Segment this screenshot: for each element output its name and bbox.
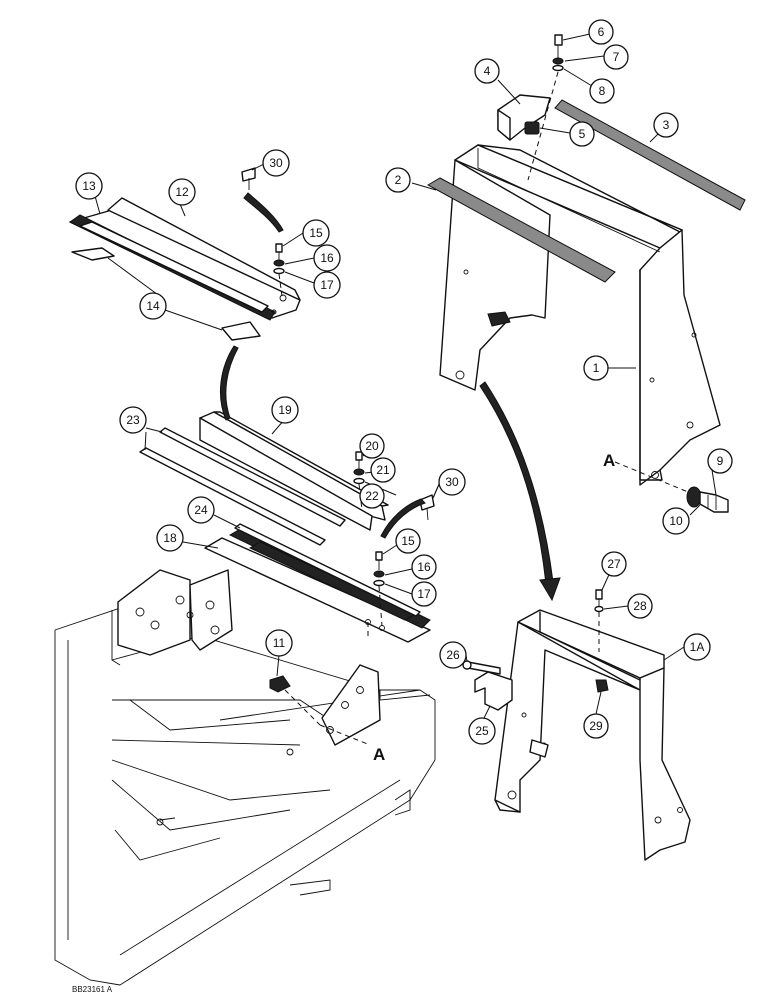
callout-17-upper: 17 [313, 271, 341, 299]
view-marker-a-upper: A [603, 451, 615, 470]
svg-text:1: 1 [593, 361, 600, 375]
callout-1: 1 [583, 355, 609, 381]
svg-text:15: 15 [309, 226, 323, 240]
callout-29: 29 [583, 713, 609, 739]
callouts: 1 1A 2 3 4 5 6 7 8 9 10 11 12 13 14 15 1… [75, 19, 733, 745]
callout-19: 19 [271, 396, 299, 424]
svg-text:17: 17 [320, 278, 334, 292]
svg-text:1A: 1A [690, 640, 705, 654]
callout-1a: 1A [683, 633, 711, 661]
svg-text:9: 9 [717, 454, 724, 468]
view-marker-a-lower: A [373, 745, 385, 764]
svg-text:13: 13 [82, 179, 96, 193]
svg-text:4: 4 [484, 64, 491, 78]
svg-text:11: 11 [273, 636, 286, 650]
callout-22: 22 [359, 483, 385, 509]
callout-23: 23 [119, 406, 147, 434]
callout-28: 28 [627, 593, 653, 619]
callout-14: 14 [139, 292, 167, 320]
callout-11: 11 [265, 629, 293, 657]
bottom-panel-assembly [204, 494, 435, 746]
svg-text:20: 20 [365, 439, 379, 453]
callout-12: 12 [168, 178, 196, 206]
svg-text:14: 14 [146, 299, 160, 313]
svg-text:21: 21 [376, 463, 390, 477]
svg-text:16: 16 [417, 560, 431, 574]
callout-24: 24 [187, 496, 215, 524]
callout-25: 25 [468, 717, 496, 745]
callout-16-upper: 16 [313, 244, 341, 272]
svg-text:12: 12 [175, 185, 189, 199]
tower-frame-1 [426, 34, 746, 513]
svg-text:25: 25 [475, 724, 489, 738]
tower-frame-1a [462, 589, 691, 861]
callout-9: 9 [707, 448, 733, 474]
svg-text:15: 15 [401, 534, 415, 548]
callout-21: 21 [370, 457, 396, 483]
figure-number: BB23161 A [72, 985, 113, 994]
svg-text:27: 27 [607, 557, 621, 571]
svg-text:19: 19 [278, 403, 292, 417]
callout-15-upper: 15 [302, 219, 330, 247]
svg-text:6: 6 [598, 25, 605, 39]
svg-text:2: 2 [395, 173, 402, 187]
callout-26: 26 [439, 641, 467, 669]
callout-5: 5 [569, 121, 595, 147]
callout-15-lower: 15 [395, 528, 421, 554]
svg-text:10: 10 [669, 514, 683, 528]
svg-text:29: 29 [589, 719, 603, 733]
callout-30-upper: 30 [262, 149, 290, 177]
callout-4: 4 [474, 58, 500, 84]
svg-text:23: 23 [126, 413, 140, 427]
callout-18: 18 [156, 524, 184, 552]
svg-text:5: 5 [579, 127, 586, 141]
callout-6: 6 [588, 19, 614, 45]
assembly-arrows [220, 192, 561, 602]
svg-text:30: 30 [269, 156, 283, 170]
svg-text:17: 17 [417, 587, 431, 601]
svg-text:28: 28 [633, 599, 647, 613]
callout-30-lower: 30 [438, 468, 466, 496]
callout-13: 13 [75, 172, 103, 200]
callout-8: 8 [589, 78, 615, 104]
svg-text:8: 8 [599, 84, 606, 98]
callout-3: 3 [653, 112, 679, 138]
svg-text:7: 7 [613, 50, 620, 64]
svg-text:24: 24 [194, 503, 208, 517]
svg-text:18: 18 [163, 531, 177, 545]
svg-text:30: 30 [445, 475, 459, 489]
svg-text:16: 16 [320, 251, 334, 265]
callout-10: 10 [662, 507, 690, 535]
middle-panel-assembly [139, 411, 389, 546]
svg-text:3: 3 [663, 118, 670, 132]
callout-7: 7 [603, 44, 629, 70]
top-panel-assembly [69, 167, 301, 341]
callout-20: 20 [359, 433, 385, 459]
callout-2: 2 [385, 167, 411, 193]
callout-27: 27 [601, 551, 627, 577]
svg-text:22: 22 [365, 489, 379, 503]
callout-17-lower: 17 [411, 581, 437, 607]
callout-16-lower: 16 [411, 554, 437, 580]
svg-text:26: 26 [446, 648, 460, 662]
loader-frame [54, 569, 436, 986]
leader-lines [94, 33, 717, 719]
